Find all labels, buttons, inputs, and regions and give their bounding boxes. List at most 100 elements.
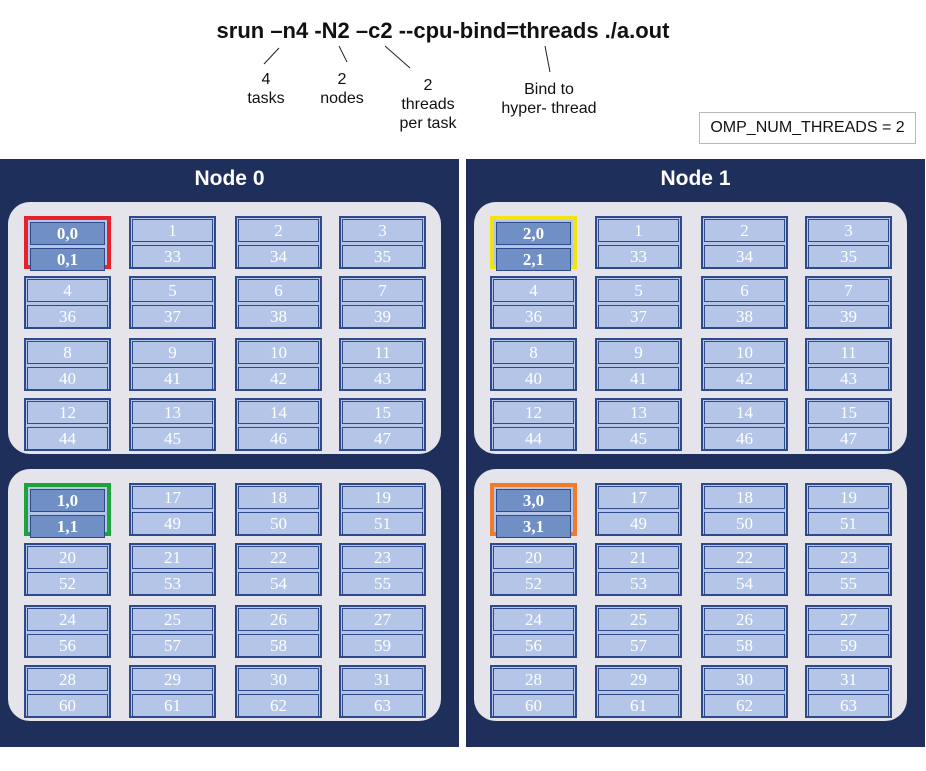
- hw-thread-primary: 15: [342, 401, 423, 424]
- hw-thread-sibling: 62: [238, 694, 319, 717]
- omp-num-threads-box: OMP_NUM_THREADS = 2: [699, 112, 916, 144]
- hw-thread-sibling: 37: [132, 305, 213, 328]
- hw-thread-sibling: 40: [27, 367, 108, 390]
- hw-thread-sibling: 0,1: [30, 248, 105, 271]
- nodes-connector-line: [338, 45, 348, 63]
- hw-thread-primary: 30: [704, 668, 785, 691]
- hw-thread-sibling: 42: [704, 367, 785, 390]
- hw-thread-sibling: 33: [598, 245, 679, 268]
- annotation-connector-lines: [263, 45, 551, 73]
- hw-thread-primary: 13: [598, 401, 679, 424]
- hw-thread-sibling: 44: [493, 427, 574, 450]
- hw-thread-primary: 3: [808, 219, 889, 242]
- hw-thread-primary: 14: [704, 401, 785, 424]
- hw-thread-sibling: 33: [132, 245, 213, 268]
- hw-thread-sibling: 49: [132, 512, 213, 535]
- hw-thread-primary: 6: [238, 279, 319, 302]
- hw-thread-primary: 21: [132, 546, 213, 569]
- hw-thread-sibling: 34: [238, 245, 319, 268]
- bind-label-line1: Bind to: [524, 81, 574, 98]
- hw-thread-primary: 2: [704, 219, 785, 242]
- hw-thread-sibling: 58: [704, 634, 785, 657]
- tasks-label: tasks: [247, 90, 285, 107]
- hw-thread-primary: 19: [808, 486, 889, 509]
- hw-thread-primary: 15: [808, 401, 889, 424]
- hw-thread-primary: 22: [704, 546, 785, 569]
- hw-thread-sibling: 3,1: [496, 515, 571, 538]
- hw-thread-primary: 12: [493, 401, 574, 424]
- hw-thread-primary: 17: [132, 486, 213, 509]
- hw-thread-sibling: 35: [342, 245, 423, 268]
- hw-thread-primary: 19: [342, 486, 423, 509]
- hw-thread-sibling: 53: [132, 572, 213, 595]
- hw-thread-sibling: 39: [808, 305, 889, 328]
- hw-thread-primary: 28: [27, 668, 108, 691]
- hw-thread-primary: 22: [238, 546, 319, 569]
- hw-thread-sibling: 52: [27, 572, 108, 595]
- hw-thread-primary: 29: [132, 668, 213, 691]
- hw-thread-primary: 28: [493, 668, 574, 691]
- hw-thread-primary: 1: [132, 219, 213, 242]
- threads-per-task-label: per task: [399, 115, 457, 132]
- hw-thread-primary: 25: [132, 608, 213, 631]
- hw-thread-primary: 31: [342, 668, 423, 691]
- hw-thread-primary: 0,0: [30, 222, 105, 245]
- hw-thread-sibling: 41: [132, 367, 213, 390]
- hw-thread-primary: 4: [27, 279, 108, 302]
- hw-thread-primary: 12: [27, 401, 108, 424]
- threads-count: 2: [423, 77, 433, 94]
- hw-thread-sibling: 34: [704, 245, 785, 268]
- hw-thread-sibling: 55: [808, 572, 889, 595]
- hw-thread-primary: 3,0: [496, 489, 571, 512]
- hw-thread-sibling: 50: [238, 512, 319, 535]
- hw-thread-sibling: 44: [27, 427, 108, 450]
- hw-thread-sibling: 54: [238, 572, 319, 595]
- hw-thread-primary: 6: [704, 279, 785, 302]
- hw-thread-primary: 7: [808, 279, 889, 302]
- hw-thread-sibling: 40: [493, 367, 574, 390]
- hw-thread-primary: 24: [493, 608, 574, 631]
- hw-thread-sibling: 43: [342, 367, 423, 390]
- hw-thread-sibling: 49: [598, 512, 679, 535]
- hw-thread-primary: 9: [598, 341, 679, 364]
- hw-thread-primary: 20: [493, 546, 574, 569]
- hw-thread-primary: 3: [342, 219, 423, 242]
- hw-thread-primary: 11: [808, 341, 889, 364]
- hw-thread-primary: 20: [27, 546, 108, 569]
- nodes-annotation: 2 nodes: [312, 70, 372, 108]
- tasks-count: 4: [261, 71, 271, 88]
